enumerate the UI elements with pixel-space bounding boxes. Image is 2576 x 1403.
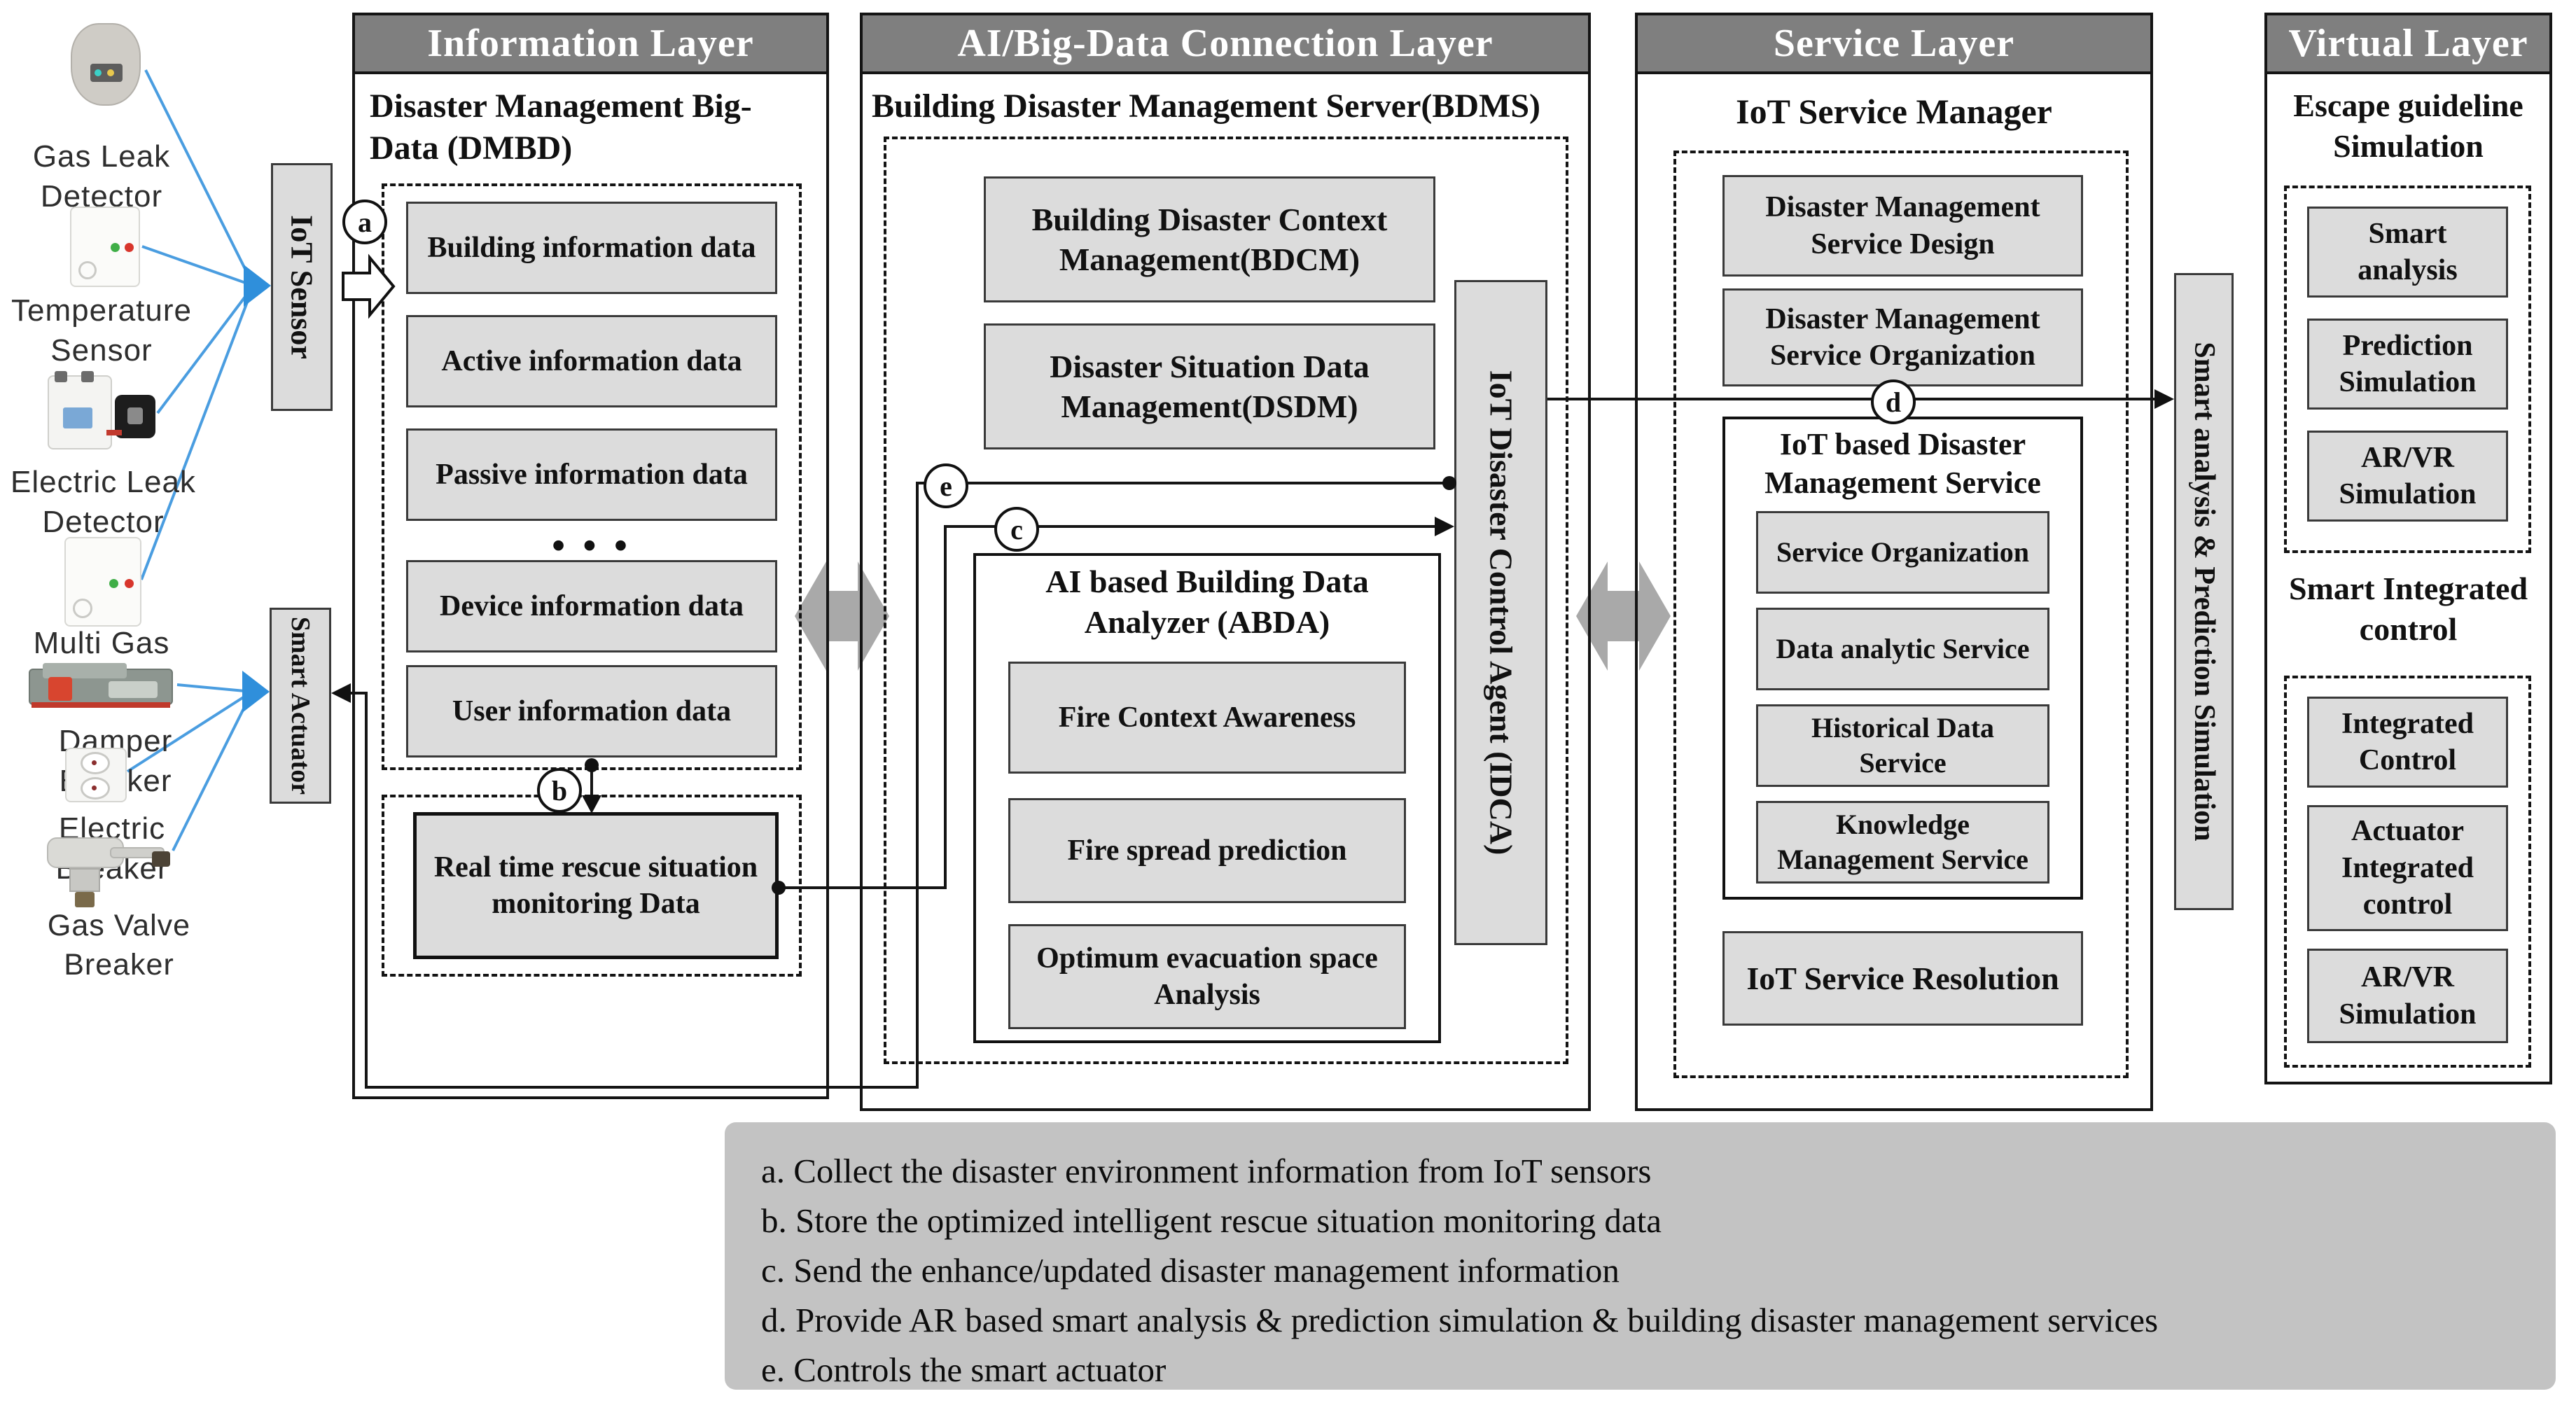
data-box: Passive information data	[406, 428, 777, 521]
iot-sensor-box: IoT Sensor	[271, 163, 333, 411]
data-box: Device information data	[406, 560, 777, 652]
abda-item: Fire Context Awareness	[1008, 662, 1406, 774]
smart-integrated-title: Smart Integrated control	[2288, 571, 2528, 647]
device-label: Electric Leak Detector	[11, 465, 196, 540]
control-item: AR/VR Simulation	[2307, 949, 2508, 1043]
ai-layer-header: AI/Big-Data Connection Layer	[860, 13, 1591, 74]
control-item: Actuator Integrated control	[2307, 805, 2508, 931]
flow-d-arrowhead	[2154, 389, 2174, 409]
idca-bar: IoT Disaster Control Agent (IDCA)	[1454, 280, 1547, 945]
flow-label-e: e	[924, 463, 968, 508]
device-label: Temperature Sensor	[11, 293, 192, 368]
service-dashed-box	[1673, 151, 2129, 1078]
virtual-layer-header: Virtual Layer	[2264, 13, 2552, 74]
device-label: Gas Leak Detector	[32, 139, 171, 214]
flow-label-d: d	[1871, 379, 1916, 424]
escape-dashed-box	[2284, 186, 2531, 553]
iot-service-manager-title: IoT Service Manager	[1736, 92, 2052, 131]
temperature-sensor-image	[70, 207, 140, 287]
escape-item: AR/VR Simulation	[2307, 431, 2508, 522]
bdcm-box: Building Disaster Context Management(BDC…	[984, 176, 1435, 302]
service-layer-column: Service Layer	[1635, 13, 2153, 1111]
electric-breaker-image	[65, 748, 127, 802]
abda-title: AI based Building Data Analyzer (ABDA)	[1045, 564, 1369, 640]
flow-label-b: b	[537, 768, 582, 813]
control-dashed-box	[2284, 676, 2531, 1068]
flow-label-a: a	[342, 200, 387, 244]
gas-valve-breaker-image	[40, 833, 172, 909]
iot-dms-item: Historical Data Service	[1756, 704, 2049, 787]
damper-breaker-image	[25, 662, 177, 712]
actuator-arrowhead-icon	[242, 671, 270, 713]
iot-dms-item: Data analytic Service	[1756, 608, 2049, 690]
smart-actuator-label: Smart Actuator	[286, 616, 315, 795]
data-box: Building information data	[406, 202, 777, 294]
virtual-layer-column: Virtual Layer	[2264, 13, 2552, 1084]
service-organization-box: Disaster Management Service Organization	[1722, 288, 2083, 386]
flow-e-arrowhead	[331, 683, 351, 703]
smart-analysis-bar: Smart analysis & Prediction Simulation	[2174, 273, 2234, 910]
escape-guideline-title: Escape guideline Simulation	[2293, 88, 2523, 164]
legend-item: d. Provide AR based smart analysis & pre…	[761, 1301, 2159, 1339]
gas-leak-detector-image	[67, 18, 147, 116]
device-label: Gas Valve Breaker	[47, 909, 191, 982]
flow-label-c: c	[994, 507, 1039, 552]
ai-layer-column: AI/Big-Data Connection Layer	[860, 13, 1591, 1111]
data-ellipsis: • • •	[552, 524, 632, 566]
escape-item: Smart analysis	[2307, 207, 2508, 298]
legend-item: c. Send the enhance/updated disaster man…	[761, 1251, 1620, 1290]
dsdm-box: Disaster Situation Data Management(DSDM)	[984, 323, 1435, 449]
bdms-title: Building Disaster Management Server(BDMS…	[872, 88, 1541, 125]
control-item: Integrated Control	[2307, 697, 2508, 788]
service-design-box: Disaster Management Service Design	[1722, 175, 2083, 277]
dmbd-title: Disaster Management Big-Data (DMBD)	[370, 88, 752, 167]
iot-dms-item: Service Organization	[1756, 511, 2049, 594]
legend-item: b. Store the optimized intelligent rescu…	[761, 1201, 1662, 1240]
legend-item: e. Controls the smart actuator	[761, 1350, 1167, 1389]
electric-leak-detector-image	[48, 371, 158, 454]
legend-panel: a. Collect the disaster environment info…	[725, 1122, 2556, 1390]
bdms-dashed-box	[884, 137, 1568, 1064]
abda-item: Optimum evacuation space Analysis	[1008, 924, 1406, 1029]
data-box: User information data	[406, 665, 777, 758]
smart-actuator-box: Smart Actuator	[270, 608, 331, 804]
idca-label: IoT Disaster Control Agent (IDCA)	[1483, 370, 1519, 856]
service-layer-header: Service Layer	[1635, 13, 2153, 74]
iot-service-resolution-box: IoT Service Resolution	[1722, 931, 2083, 1026]
multi-gas-detector-image	[64, 537, 141, 627]
sensor-arrowhead-icon	[244, 265, 271, 307]
rescue-data-box: Real time rescue situation monitoring Da…	[413, 812, 779, 959]
information-layer-column: Information Layer	[352, 13, 829, 1099]
legend-item: a. Collect the disaster environment info…	[761, 1152, 1652, 1190]
iot-sensor-label: IoT Sensor	[284, 215, 319, 359]
iot-dms-title: IoT based Disaster Management Service	[1764, 427, 2041, 500]
smart-analysis-bar-label: Smart analysis & Prediction Simulation	[2187, 342, 2220, 842]
escape-item: Prediction Simulation	[2307, 319, 2508, 410]
information-layer-header: Information Layer	[352, 13, 829, 74]
abda-item: Fire spread prediction	[1008, 798, 1406, 903]
iot-dms-item: Knowledge Management Service	[1756, 801, 2049, 884]
data-box: Active information data	[406, 315, 777, 407]
